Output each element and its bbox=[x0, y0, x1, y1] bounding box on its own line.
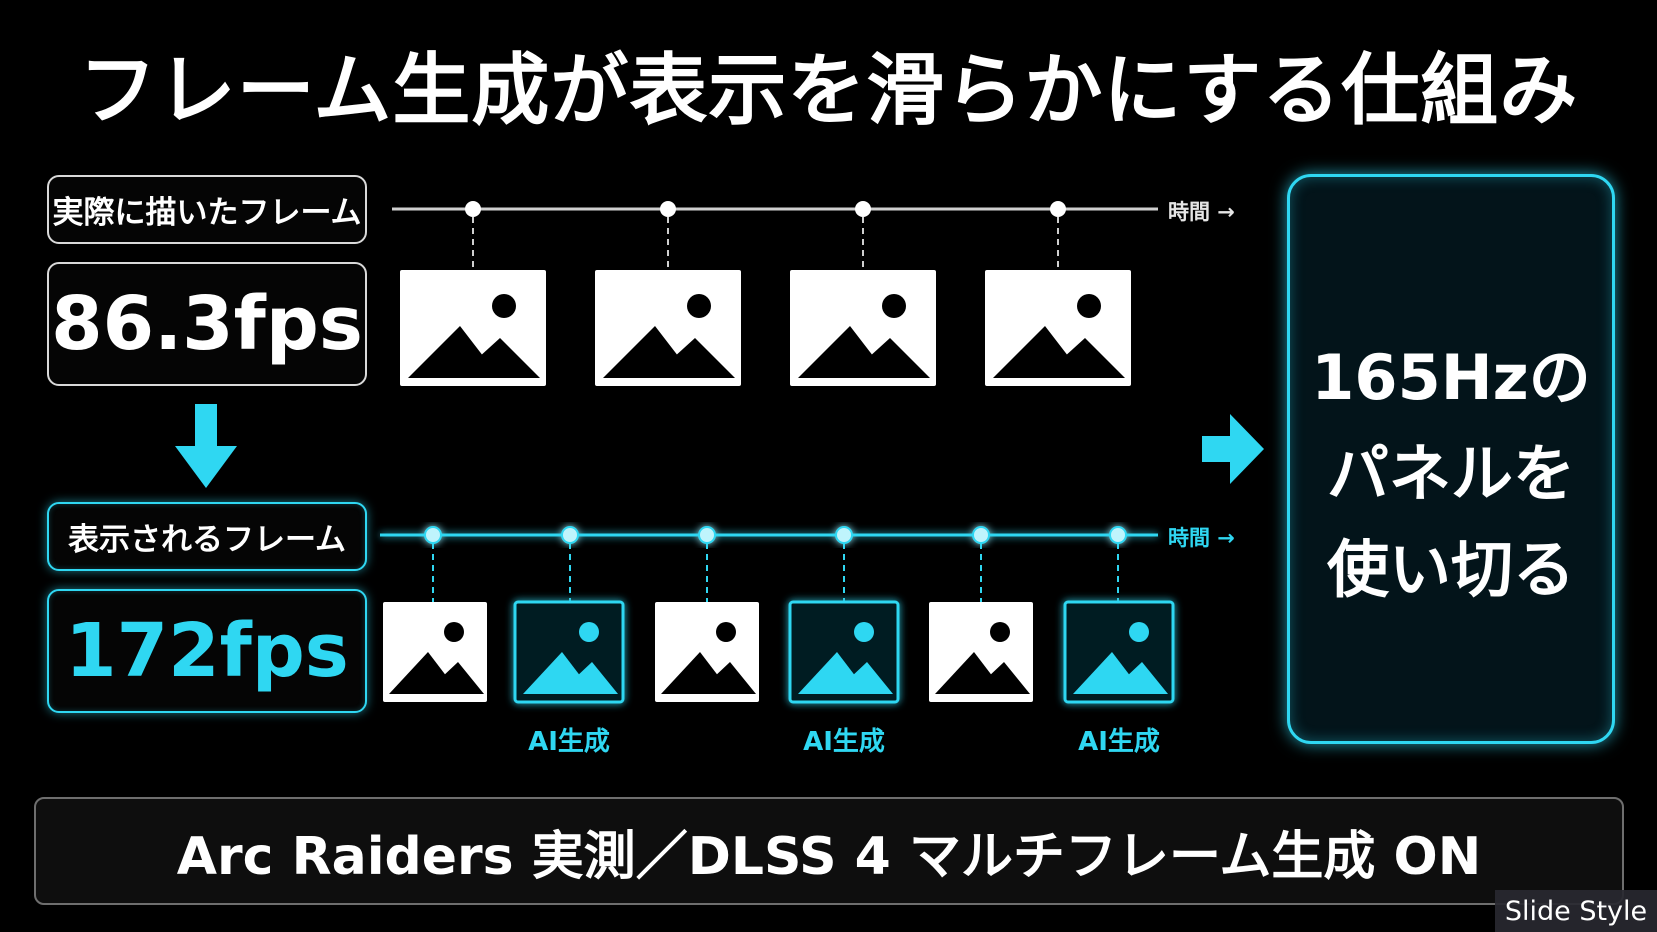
ai-generated-label: AI生成 bbox=[528, 727, 610, 757]
panel-caption-line: 使い切る bbox=[1326, 533, 1575, 606]
timeline-node bbox=[660, 201, 676, 270]
panel-caption-line: パネルを bbox=[1326, 437, 1575, 510]
watermark: Slide Style bbox=[1495, 890, 1657, 932]
arrow-right-icon bbox=[1202, 414, 1264, 484]
actual-fps-value: 86.3fps bbox=[47, 262, 367, 386]
rendered-frame bbox=[595, 270, 741, 386]
ai-generated-frame bbox=[513, 600, 625, 704]
timeline-node bbox=[855, 201, 871, 270]
rendered-frame bbox=[383, 602, 487, 702]
slide-title: フレーム生成が表示を滑らかにする仕組み bbox=[78, 46, 1579, 136]
displayed-fps-value: 172fps bbox=[47, 589, 367, 713]
display-dashes bbox=[432, 543, 1119, 602]
time-axis-label-display: 時間 → bbox=[1168, 526, 1235, 550]
actual-frames-label: 実際に描いたフレーム bbox=[47, 175, 367, 244]
rendered-frame bbox=[985, 270, 1131, 386]
footer-bar bbox=[34, 797, 1624, 905]
rendered-frame bbox=[655, 602, 759, 702]
ai-generated-frame bbox=[788, 600, 900, 704]
rendered-frame bbox=[790, 270, 936, 386]
rendered-frame bbox=[400, 270, 546, 386]
rendered-frame bbox=[929, 602, 1033, 702]
panel-caption: 165Hzの パネルを 使い切る bbox=[1287, 330, 1615, 618]
display-timeline bbox=[380, 526, 1158, 544]
footer-caption: Arc Raiders 実測／DLSS 4 マルチフレーム生成 ON bbox=[176, 826, 1482, 887]
arrow-down-icon bbox=[175, 404, 237, 488]
timeline-node bbox=[465, 201, 481, 270]
displayed-frames-label: 表示されるフレーム bbox=[47, 502, 367, 571]
ai-generated-label: AI生成 bbox=[803, 727, 885, 757]
timeline-node bbox=[1050, 201, 1066, 270]
actual-timeline bbox=[392, 201, 1158, 270]
ai-generated-label: AI生成 bbox=[1078, 727, 1160, 757]
panel-caption-line: 165Hzの bbox=[1311, 341, 1591, 414]
display-panel bbox=[1287, 174, 1615, 744]
ai-generated-frame bbox=[1063, 600, 1175, 704]
time-axis-label-actual: 時間 → bbox=[1168, 200, 1235, 224]
